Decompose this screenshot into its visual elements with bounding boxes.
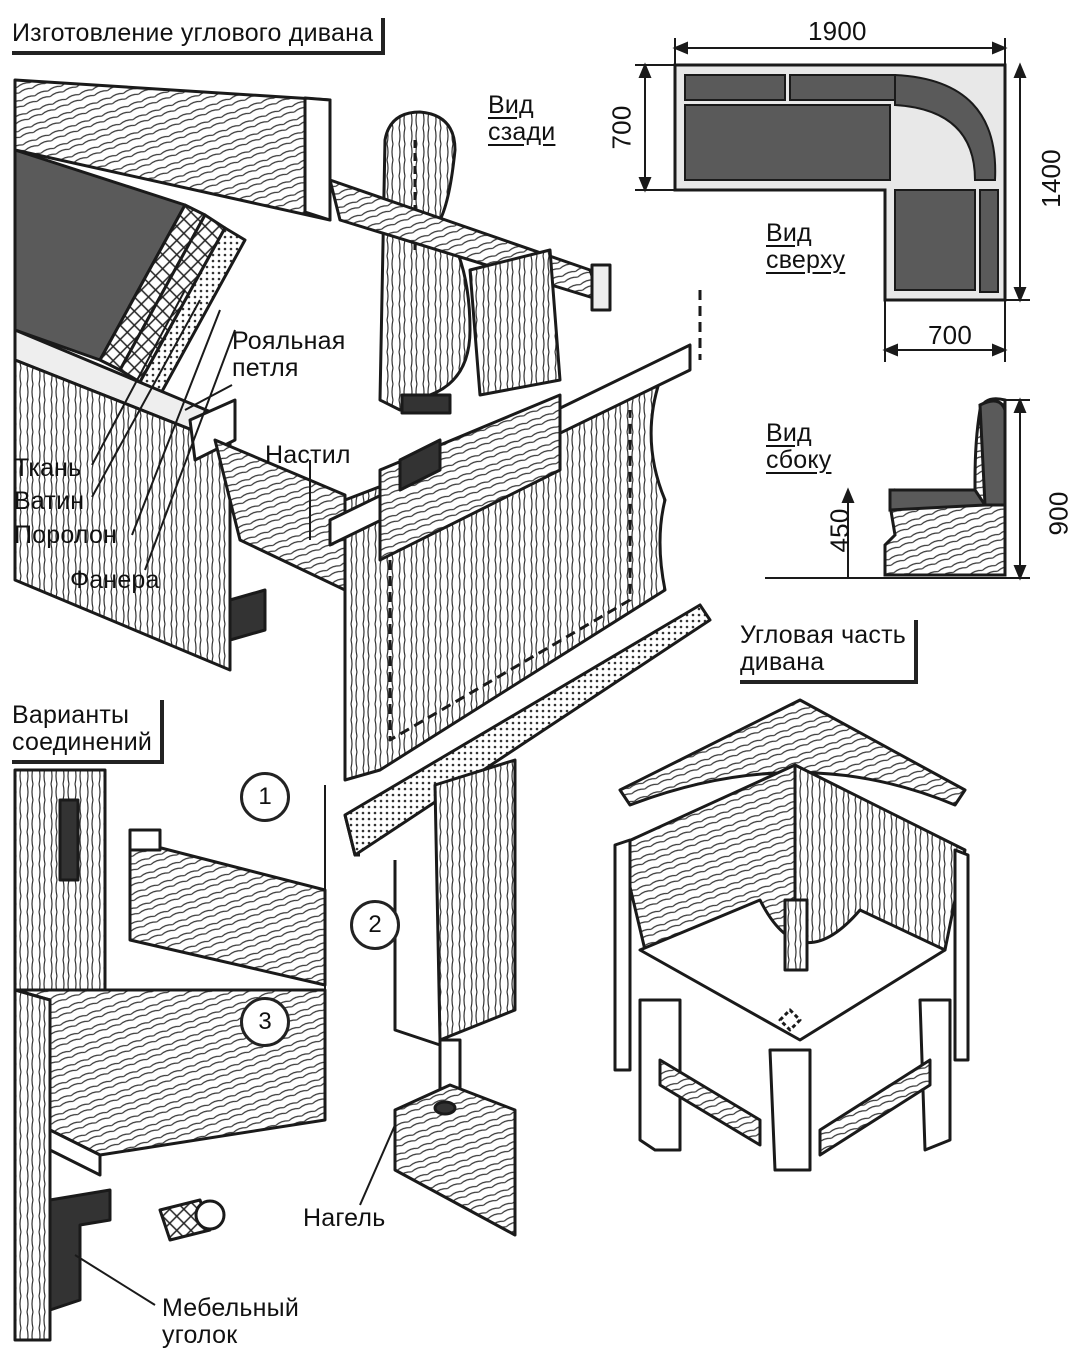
layer-leader-lines — [91, 289, 311, 571]
side-post — [13, 358, 232, 672]
corner-part-label: Угловая часть дивана — [740, 620, 918, 684]
side-view-drawing — [765, 397, 1030, 581]
fabric-label: Ткань — [14, 454, 82, 482]
side-view-label: Вид сбоку — [766, 419, 832, 474]
dim-side-total-height: 900 — [1043, 491, 1074, 536]
dim-side-seat-height: 450 — [824, 508, 855, 553]
top-view-label: Вид сверху — [766, 219, 846, 274]
plywood-label: Фанера — [70, 566, 160, 594]
back-panel-assembly — [328, 110, 712, 857]
upholstery-assembly — [13, 78, 347, 672]
corner-part-drawing — [613, 698, 970, 1172]
joints-drawing — [13, 758, 517, 1342]
back-view-label: Вид сзади — [488, 91, 556, 146]
piano-hinge-label: Рояльная петля — [232, 327, 346, 382]
joint-number-3: 3 — [240, 997, 290, 1047]
foam-label: Поролон — [14, 521, 118, 549]
page-title: Изготовление углового дивана — [12, 18, 386, 55]
joint-number-1: 1 — [240, 772, 290, 822]
furniture-bracket-label: Мебельный уголок — [162, 1294, 299, 1349]
dim-top-bottom-depth: 700 — [928, 320, 972, 350]
decking-label: Настил — [265, 441, 351, 469]
dim-top-length: 1900 — [808, 16, 867, 46]
dim-top-depth-left: 700 — [606, 105, 637, 150]
joint-number-2: 2 — [350, 900, 400, 950]
top-view-drawing — [635, 38, 1030, 362]
bracket-shape — [48, 1188, 112, 1312]
dim-top-height-right: 1400 — [1035, 149, 1066, 208]
dowel-label: Нагель — [303, 1204, 386, 1232]
batting-label: Ватин — [14, 487, 85, 515]
rear-armrest — [378, 110, 472, 412]
joints-heading: Варианты соединений — [12, 700, 165, 764]
